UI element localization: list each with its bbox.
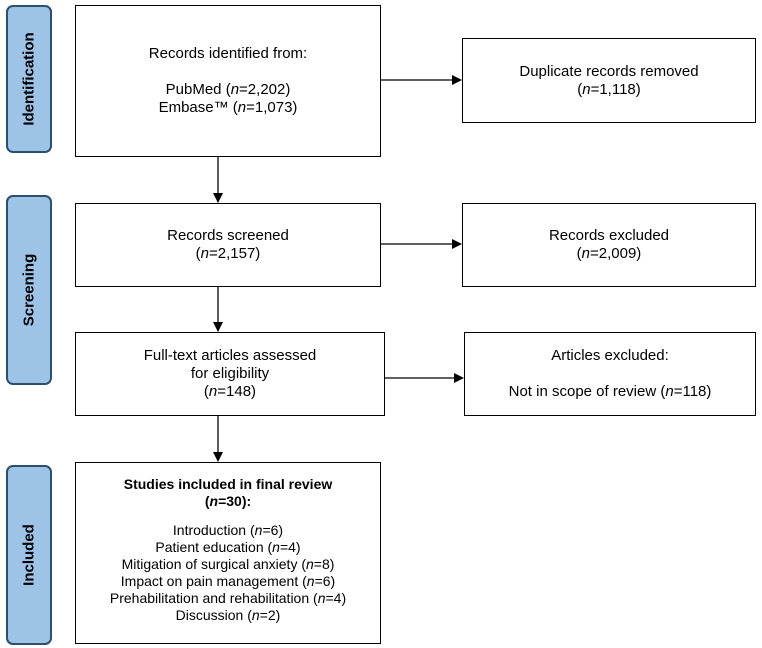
study-category-surgical-anxiety: Mitigation of surgical anxiety (n=8) <box>121 556 335 572</box>
studies-included-count: (n=30): <box>204 493 252 509</box>
records-excluded-box: Records excluded (n=2,009) <box>462 203 756 287</box>
study-category-pain-management: Impact on pain management (n=6) <box>120 573 336 589</box>
duplicates-removed-count: (n=1,118) <box>577 80 641 98</box>
phase-identification: Identification <box>6 5 52 153</box>
pubmed-count: PubMed (n=2,202) <box>165 81 291 98</box>
phase-screening: Screening <box>6 195 52 385</box>
articles-excluded-reason: Not in scope of review (n=118) <box>508 383 712 400</box>
studies-included-box: Studies included in final review (n=30):… <box>75 462 381 644</box>
phase-included: Included <box>6 465 52 645</box>
records-identified-box: Records identified from: PubMed (n=2,202… <box>75 5 381 157</box>
records-excluded-title: Records excluded <box>548 227 670 244</box>
duplicates-removed-title: Duplicate records removed <box>519 62 699 80</box>
fulltext-articles-box: Full-text articles assessed for eligibil… <box>75 332 385 416</box>
studies-included-title: Studies included in final review <box>123 476 333 492</box>
records-identified-title: Records identified from: <box>148 45 308 62</box>
fulltext-line-1: Full-text articles assessed <box>143 347 317 364</box>
articles-excluded-box: Articles excluded: Not in scope of revie… <box>464 332 756 416</box>
study-category-rehabilitation: Prehabilitation and rehabilitation (n=4) <box>109 590 347 606</box>
articles-excluded-title: Articles excluded: <box>551 347 669 364</box>
fulltext-count: (n=148) <box>203 383 257 400</box>
embase-count: Embase™ (n=1,073) <box>158 99 298 116</box>
records-excluded-count: (n=2,009) <box>576 245 642 262</box>
study-category-introduction: Introduction (n=6) <box>172 522 284 538</box>
duplicates-removed-box: Duplicate records removed (n=1,118) <box>462 38 756 123</box>
records-screened-title: Records screened <box>167 227 289 244</box>
fulltext-line-2: for eligibility <box>190 365 270 382</box>
study-category-patient-education: Patient education (n=4) <box>155 539 301 555</box>
records-screened-box: Records screened (n=2,157) <box>75 203 381 287</box>
study-category-discussion: Discussion (n=2) <box>175 607 281 623</box>
records-screened-count: (n=2,157) <box>195 245 261 262</box>
